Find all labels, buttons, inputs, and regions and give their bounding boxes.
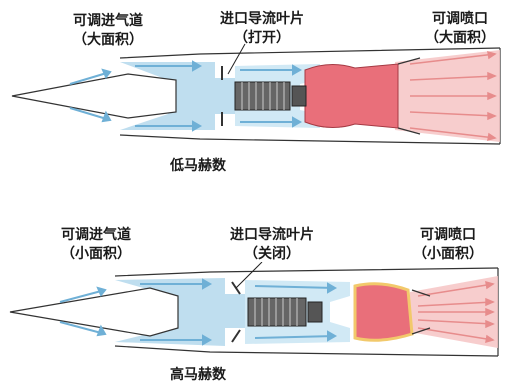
top-combustion-chamber (305, 64, 398, 128)
top-nozzle-title: 可调喷口 (410, 10, 510, 29)
bottom-guide-label: 进口导流叶片 （关闭） (212, 226, 332, 264)
top-inlet-title: 可调进气道 (52, 12, 164, 31)
top-engine-diagram (0, 40, 510, 150)
top-guide-title: 进口导流叶片 (202, 10, 322, 29)
top-caption: 低马赫数 (170, 155, 226, 175)
bottom-engine-diagram (0, 262, 510, 362)
bottom-inlet-label: 可调进气道 （小面积） (40, 226, 152, 264)
bottom-inlet-spike (10, 288, 178, 336)
top-turbine (292, 86, 306, 106)
bottom-compressor (248, 298, 306, 326)
bottom-caption: 高马赫数 (170, 364, 226, 384)
bottom-nozzle-label: 可调喷口 （小面积） (398, 226, 498, 264)
bottom-combustion-chamber (355, 284, 412, 341)
bottom-guide-title: 进口导流叶片 (212, 226, 332, 245)
bottom-inlet-title: 可调进气道 (40, 226, 152, 245)
bottom-turbine (308, 302, 322, 322)
top-compressor (235, 82, 290, 110)
top-inlet-spike (12, 74, 176, 118)
bottom-nozzle-title: 可调喷口 (398, 226, 498, 245)
